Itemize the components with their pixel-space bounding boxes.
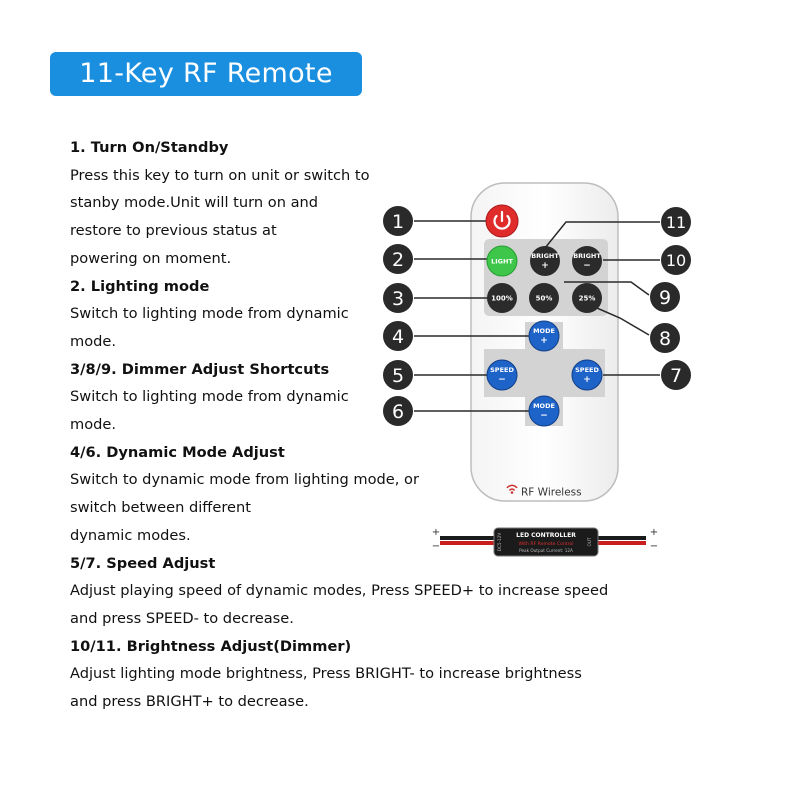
heading-dimmer-shortcuts: 3/8/9. Dimmer Adjust Shortcuts [70, 360, 330, 378]
svg-text:−: − [432, 541, 440, 552]
wifi-icon [506, 484, 518, 494]
svg-text:MODE: MODE [533, 327, 555, 335]
power-button[interactable] [485, 204, 519, 238]
callout-4: 4 [383, 321, 413, 351]
bright-minus-button[interactable]: BRIGHT − [572, 246, 602, 276]
instruction-line: mode. [70, 416, 117, 434]
callout-11: 11 [661, 207, 691, 237]
bright-plus-button[interactable]: BRIGHT + [530, 246, 560, 276]
svg-text:With RF Remote Control: With RF Remote Control [519, 541, 574, 547]
svg-text:+: + [583, 375, 591, 385]
svg-text:−: − [583, 261, 591, 271]
svg-text:LED CONTROLLER: LED CONTROLLER [516, 532, 576, 539]
brightness-100-button[interactable]: 100% [487, 283, 517, 313]
svg-text:4: 4 [392, 326, 404, 348]
rf-wireless-label: RF Wireless [506, 484, 582, 499]
brightness-50-button[interactable]: 50% [529, 283, 559, 313]
dpad-panel [484, 322, 605, 426]
svg-text:SPEED: SPEED [490, 366, 514, 374]
svg-text:RF Wireless: RF Wireless [521, 487, 582, 499]
callout-1: 1 [383, 206, 413, 236]
mode-minus-button[interactable]: MODE − [528, 395, 560, 427]
svg-text:7: 7 [670, 365, 682, 387]
svg-text:DC5-12V: DC5-12V [497, 533, 502, 552]
svg-text:100%: 100% [491, 294, 513, 302]
svg-text:2: 2 [392, 249, 404, 271]
instruction-line: Adjust playing speed of dynamic modes, P… [70, 582, 609, 600]
speed-plus-button[interactable]: SPEED + [571, 359, 603, 391]
svg-text:9: 9 [659, 287, 671, 309]
instruction-line: Adjust lighting mode brightness, Press B… [70, 665, 582, 683]
svg-text:−: − [650, 541, 658, 552]
led-controller: + − + − DC5-12V OUT LED CONTROLLER With … [432, 527, 658, 557]
svg-text:+: + [432, 527, 440, 538]
svg-text:10: 10 [666, 251, 686, 270]
callout-3: 3 [383, 283, 413, 313]
svg-text:LIGHT: LIGHT [491, 257, 513, 265]
callout-9: 9 [650, 282, 680, 312]
instruction-line: Switch to lighting mode from dynamic [70, 305, 349, 323]
svg-text:25%: 25% [579, 294, 596, 302]
svg-text:BRIGHT: BRIGHT [531, 252, 559, 260]
instruction-line: switch between different [70, 499, 251, 517]
instruction-line: and press SPEED- to decrease. [70, 609, 294, 627]
svg-text:11: 11 [666, 213, 686, 232]
instruction-line: Press this key to turn on unit or switch… [70, 166, 370, 184]
svg-text:50%: 50% [536, 294, 553, 302]
svg-text:1: 1 [392, 211, 404, 233]
instruction-line: mode. [70, 332, 117, 350]
instruction-line: Switch to lighting mode from dynamic [70, 388, 349, 406]
instruction-line: stanby mode.Unit will turn on and [70, 194, 319, 212]
callout-8: 8 [650, 323, 680, 353]
instruction-line: and press BRIGHT+ to decrease. [70, 693, 309, 711]
heading-dynamic-mode: 4/6. Dynamic Mode Adjust [70, 443, 285, 461]
instruction-line: restore to previous status at [70, 222, 277, 240]
svg-text:MODE: MODE [533, 402, 555, 410]
brightness-25-button[interactable]: 25% [572, 283, 602, 313]
speed-minus-button[interactable]: SPEED − [486, 359, 518, 391]
instruction-line: Switch to dynamic mode from lighting mod… [70, 471, 419, 489]
svg-text:5: 5 [392, 365, 404, 387]
callout-2: 2 [383, 244, 413, 274]
callout-6: 6 [383, 396, 413, 426]
instruction-line: powering on moment. [70, 249, 232, 267]
svg-text:3: 3 [392, 288, 404, 310]
mode-plus-button[interactable]: MODE + [528, 320, 560, 352]
heading-speed-adjust: 5/7. Speed Adjust [70, 554, 216, 572]
svg-text:OUT: OUT [587, 537, 592, 546]
power-icon [493, 210, 511, 230]
svg-text:Peak Output Current: 12A: Peak Output Current: 12A [519, 548, 573, 553]
svg-text:+: + [541, 261, 549, 271]
heading-brightness-adjust: 10/11. Brightness Adjust(Dimmer) [70, 637, 352, 655]
svg-text:8: 8 [659, 328, 671, 350]
light-button[interactable]: LIGHT [486, 245, 518, 277]
instruction-line: dynamic modes. [70, 526, 191, 544]
svg-text:+: + [650, 527, 658, 538]
svg-text:BRIGHT: BRIGHT [573, 252, 601, 260]
instructions-list: 1. Turn On/Standby Press this key to tur… [70, 134, 660, 716]
callout-7: 7 [661, 360, 691, 390]
heading-turn-on-standby: 1. Turn On/Standby [70, 139, 229, 156]
svg-text:+: + [540, 336, 548, 346]
svg-text:−: − [540, 411, 548, 421]
page-title: 11-Key RF Remote [50, 52, 362, 96]
callout-10: 10 [661, 245, 691, 275]
svg-text:−: − [498, 375, 506, 385]
svg-text:SPEED: SPEED [575, 366, 599, 374]
callout-5: 5 [383, 360, 413, 390]
svg-text:6: 6 [392, 401, 404, 423]
heading-lighting-mode: 2. Lighting mode [70, 277, 210, 295]
